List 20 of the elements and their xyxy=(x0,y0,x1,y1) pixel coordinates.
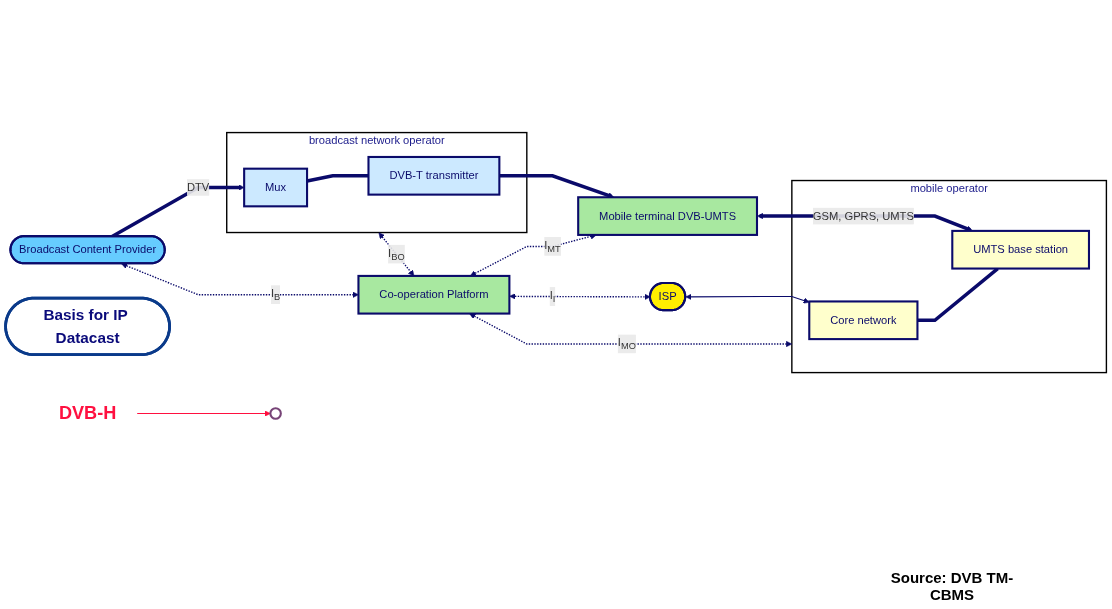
source-note: Source: DVB TM-CBMS xyxy=(889,569,1015,603)
node-box: Mobile terminal DVB-UMTS xyxy=(577,196,759,236)
edge-label: I$_{I}$ xyxy=(549,289,556,304)
arrow xyxy=(469,313,793,347)
edge-label: GSM, GPRS, UMTS xyxy=(812,209,914,222)
node-box: UMTS base station xyxy=(951,229,1090,270)
edge-label: I$_{MO}$ xyxy=(617,336,636,352)
arrow xyxy=(136,410,271,417)
edge-label: I$_{B}$ xyxy=(270,287,281,303)
node-circle xyxy=(269,407,282,420)
arrow xyxy=(509,293,651,300)
arrow xyxy=(685,293,810,304)
node-box: Core network xyxy=(808,300,919,341)
node-text: DVB-H xyxy=(58,402,117,424)
edge-label: I$_{BO}$ xyxy=(388,246,405,262)
edge-label: I$_{MT}$ xyxy=(544,239,561,254)
edge-label: DTV xyxy=(186,181,210,193)
node-box: Co-operation Platform xyxy=(357,274,511,315)
node-box: DVB-T transmitter xyxy=(367,155,501,196)
node-box: Mux xyxy=(243,167,309,208)
